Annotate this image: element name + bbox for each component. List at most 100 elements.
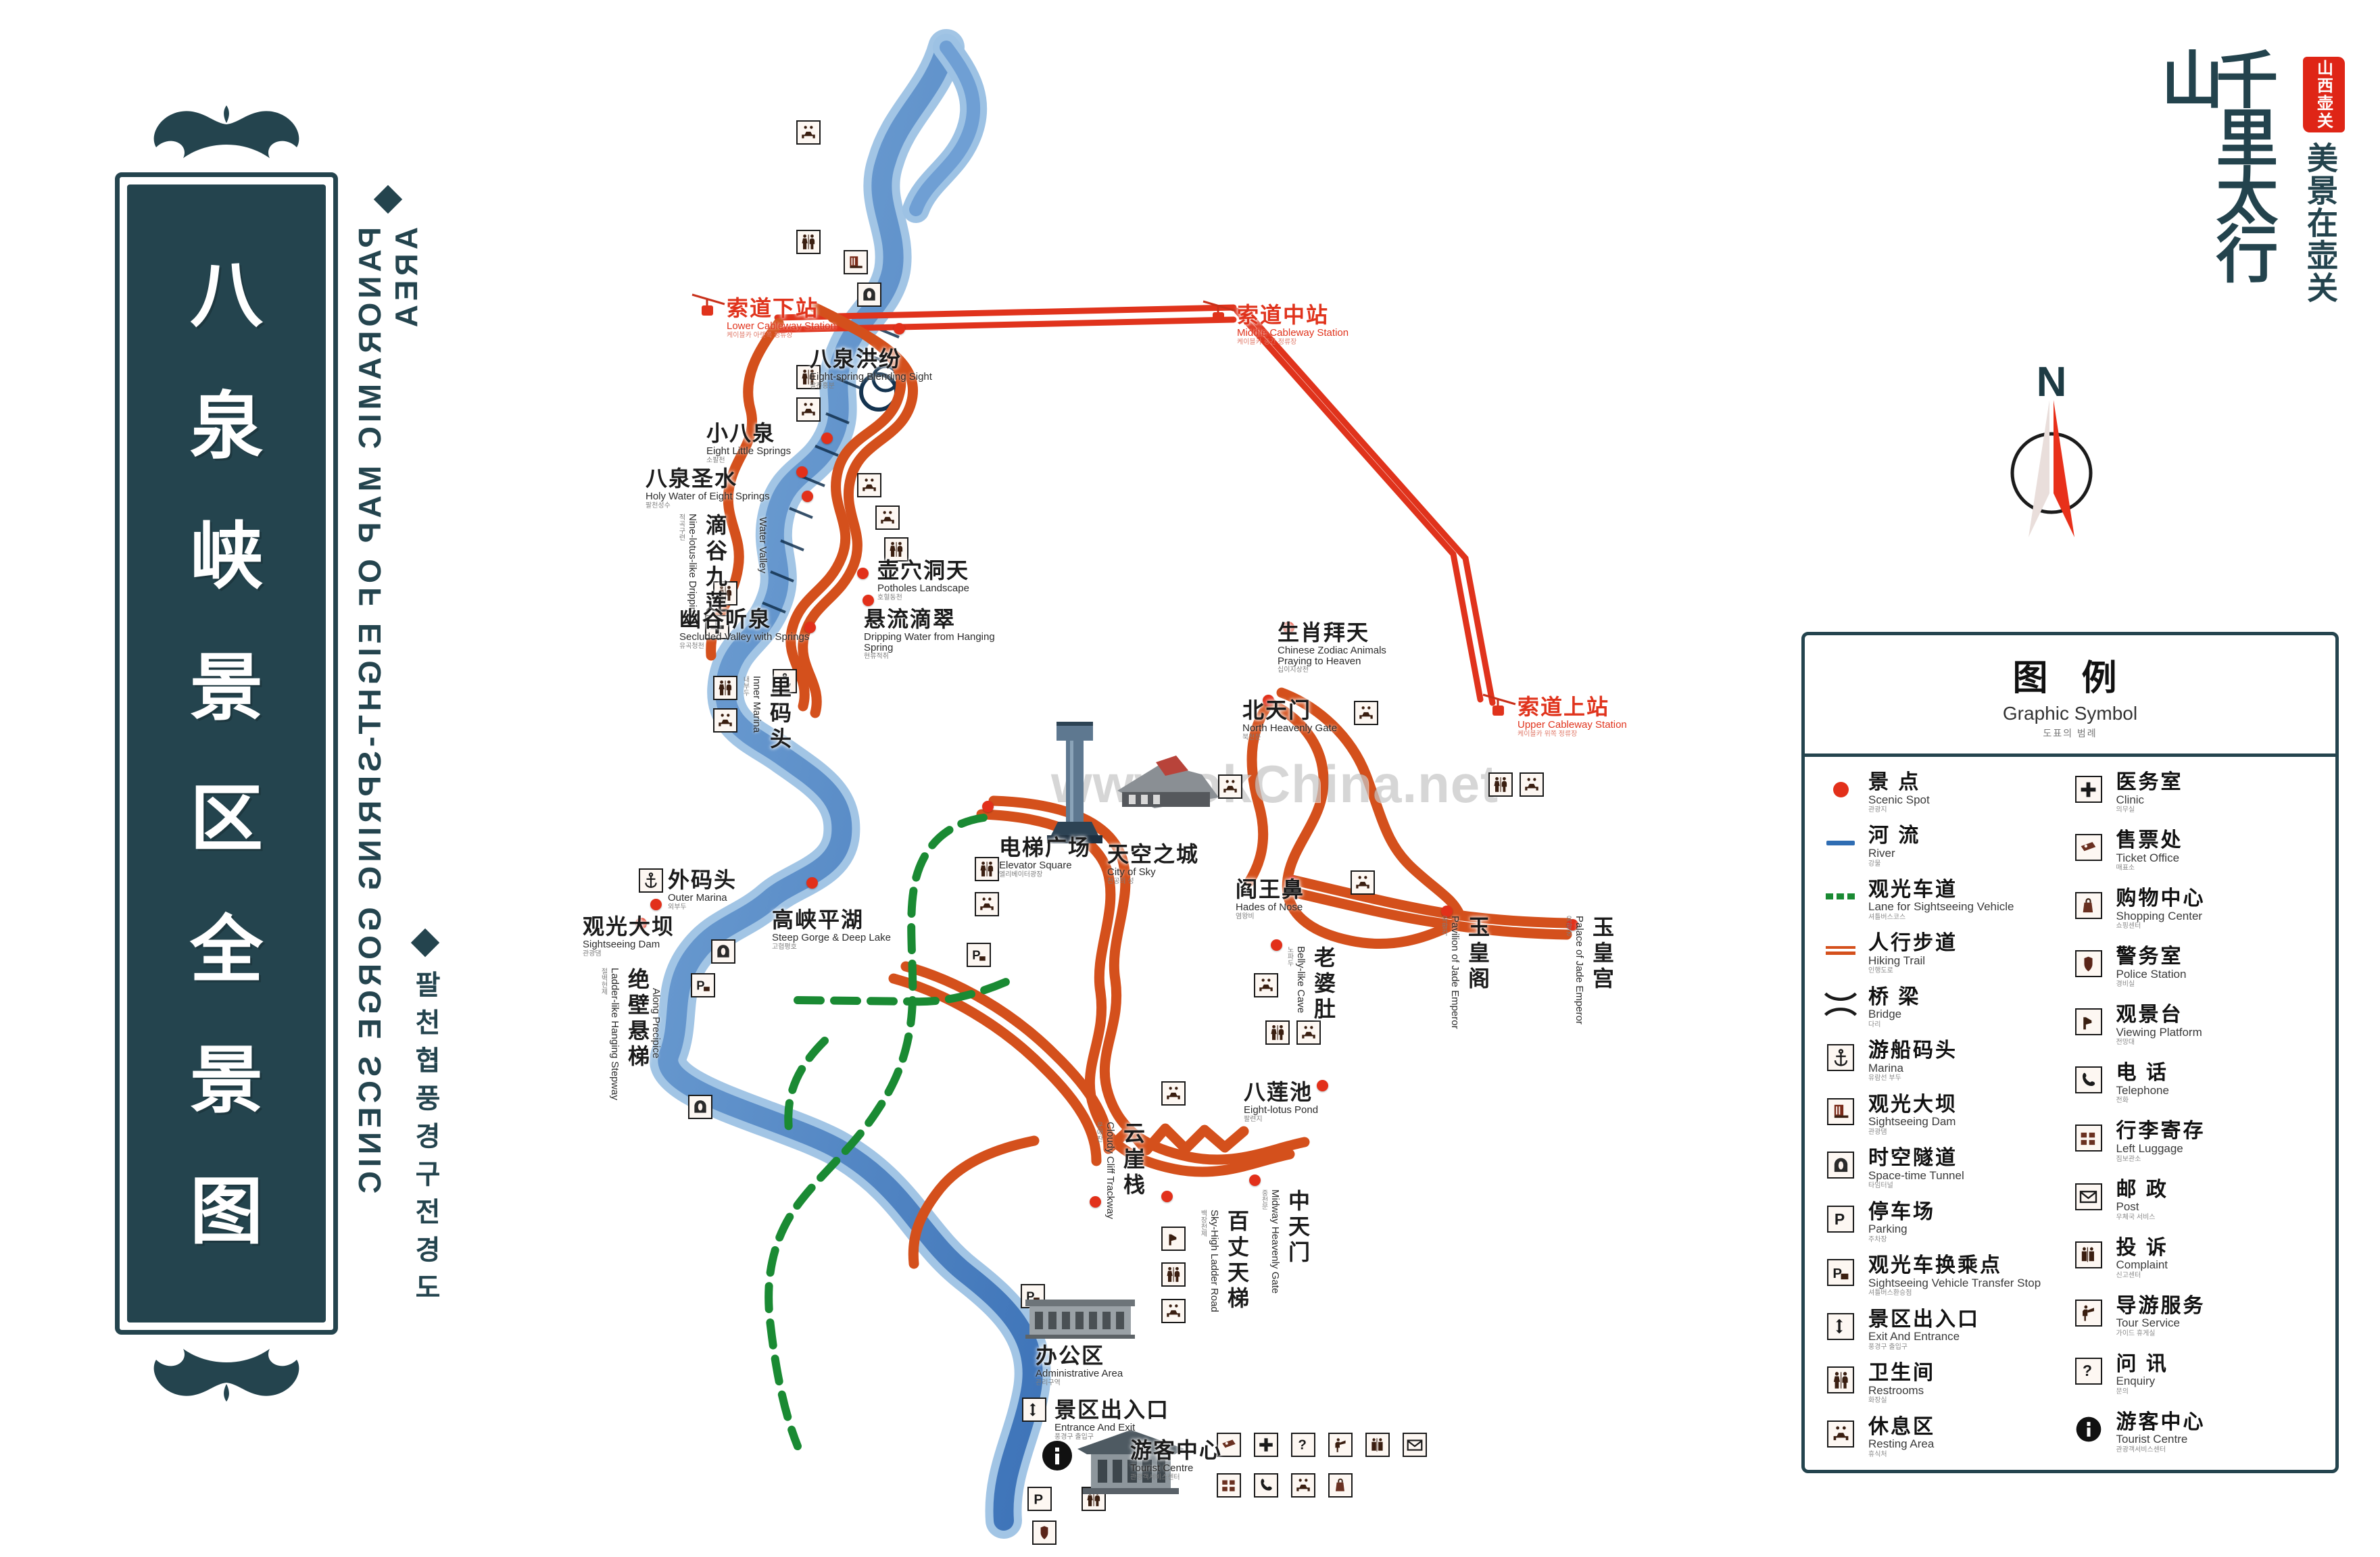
tour-service-icon	[1328, 1433, 1353, 1457]
legend-item-kr: 전망대	[2116, 1039, 2135, 1047]
map-label-nine-lotus-like-dripping: 滴谷九莲 Nine-lotus-like Dripping 적곡구련	[677, 514, 727, 619]
resting-area-icon	[796, 397, 821, 422]
map-label-entrance-and-exit: 景区出入口 Entrance And Exit 풍경구 출입구	[1054, 1398, 1170, 1441]
scenic-spot-dot	[1161, 1191, 1173, 1202]
legend-item-cn: 问 讯	[2116, 1352, 2168, 1375]
map-label-north-heavenly-gate: 北天门 North Heavenly Gate 북천문	[1242, 698, 1338, 741]
map-label-lower-cableway-station: 索道下站 Lower Cableway Station 케이블카 아랫쪽 정류장	[727, 296, 836, 339]
resting-area-icon	[975, 892, 999, 916]
resting-area-icon	[857, 473, 881, 497]
plaque-title-text: 八 泉 峡 景 区 全 景 图	[127, 184, 326, 1323]
tourist-centre-illustration	[1077, 1430, 1184, 1494]
legend-item-cn: 景区出入口	[1868, 1308, 1980, 1331]
space-time-tunnel-icon	[857, 282, 881, 307]
resting-area-icon	[1161, 1081, 1186, 1106]
legend-item-en: Scenic Spot	[1868, 793, 1930, 806]
police-station-icon	[2070, 946, 2107, 981]
legend-item-kr: 풍경구 출입구	[1868, 1343, 1908, 1351]
space-time-tunnel-icon	[688, 1095, 712, 1119]
tour-service-icon	[2070, 1295, 2107, 1331]
legend-item-en: Tour Service	[2116, 1316, 2180, 1330]
space-time-tunnel-icon	[1822, 1147, 1859, 1183]
legend-item-cn: 时空隧道	[1868, 1147, 1958, 1170]
ticket-office-icon	[1217, 1433, 1241, 1457]
map-label-along-precipice: Along Precipice	[650, 988, 662, 1059]
legend-item-kr: 타임터널	[1868, 1182, 1893, 1190]
map-label-cloudy-cliff-trackway: 云崖栈 Cloudy Cliff Trackway 운애잔	[1095, 1122, 1145, 1219]
sightseeing-dam-icon	[1822, 1094, 1859, 1129]
legend-item-en: Hiking Trail	[1868, 954, 1926, 967]
svg-text:P: P	[1834, 1210, 1844, 1228]
svg-text:P: P	[1034, 1492, 1043, 1508]
legend-item-kr: 매표소	[2116, 864, 2135, 872]
sightseeing-lane-icon	[1822, 879, 1859, 914]
svg-text:P: P	[972, 948, 980, 962]
legend-item-en: Shopping Center	[2116, 909, 2203, 922]
legend-item-kr: 신고센터	[2116, 1271, 2141, 1279]
resting-area-icon	[1351, 870, 1375, 895]
map-label-inner-marina: 里码头 Inner Marina 내부두	[742, 676, 792, 753]
scenic-spot-dot	[635, 918, 647, 929]
svg-text:P: P	[696, 979, 704, 993]
resting-area-icon	[1296, 1020, 1321, 1045]
cableway-icon	[1482, 693, 1516, 716]
map-label-tourist-centre: 游客中心 Tourist Centre 관광객서비스센터	[1130, 1438, 1223, 1481]
map-label-sightseeing-dam: 观光大坝 Sightseeing Dam 관광댐	[583, 914, 675, 958]
legend-item-en: Police Station	[2116, 967, 2187, 981]
shopping-center-icon	[1328, 1473, 1353, 1498]
scenic-spot-dot	[894, 323, 905, 335]
legend-item-kr: 관광댐	[1868, 1128, 1887, 1136]
legend-item-kr: 인행도로	[1868, 967, 1893, 975]
map-label-eight-little-springs: 小八泉 Eight Little Springs 소팔천	[706, 421, 792, 464]
legend-header: 图 例 Graphic Symbol 도표의 범례	[1805, 635, 2335, 757]
map-label-dripping-water-hanging-spring: 悬流滴翠 Dripping Water from Hanging Spring …	[864, 607, 995, 661]
brand-seal-text: 山西壶关	[2314, 59, 2334, 130]
parking-icon: P	[1027, 1487, 1052, 1511]
legend-item-en: Telephone	[2116, 1083, 2169, 1097]
complaint-icon	[2070, 1237, 2107, 1272]
restroom-icon	[1265, 1020, 1290, 1045]
legend-item-en: Post	[2116, 1200, 2139, 1214]
ticket-office-icon	[2070, 830, 2107, 865]
vehicle-transfer-icon: P	[1822, 1255, 1859, 1290]
legend-item-kr: 유람선 부두	[1868, 1074, 1901, 1083]
map-label-upper-cableway-station: 索道上站 Upper Cableway Station 케이블카 위쪽 정류장	[1517, 695, 1627, 738]
post-icon	[2070, 1179, 2107, 1214]
shopping-center-icon	[2070, 888, 2107, 923]
scenic-spot-dot	[1283, 622, 1294, 633]
legend-item-cn: 观光车换乘点	[1868, 1254, 2002, 1277]
plaque-char: 峡	[189, 514, 263, 600]
restroom-icon	[796, 365, 821, 389]
legend-item-kr: 강물	[1868, 860, 1881, 868]
svg-text:?: ?	[2083, 1362, 2092, 1379]
map-label-pavilion-of-jade-emperor: 玉皇阁 Pavilion of Jade Emperor 옥황각	[1440, 916, 1490, 1029]
map-label-administrative-area: 办公区 Administrative Area 관리구역	[1036, 1343, 1123, 1387]
legend-item-kr: 셔틀버스환승점	[1868, 1289, 1912, 1298]
legend-item-en: Lane for Sightseeing Vehicle	[1868, 900, 2014, 914]
svg-text:P: P	[1832, 1265, 1842, 1281]
legend-item-kr: 가이드 휴게실	[2116, 1329, 2156, 1337]
legend-item-cn: 观光车道	[1868, 878, 1958, 901]
plaque-frame: 八 泉 峡 景 区 全 景 图	[115, 172, 338, 1335]
